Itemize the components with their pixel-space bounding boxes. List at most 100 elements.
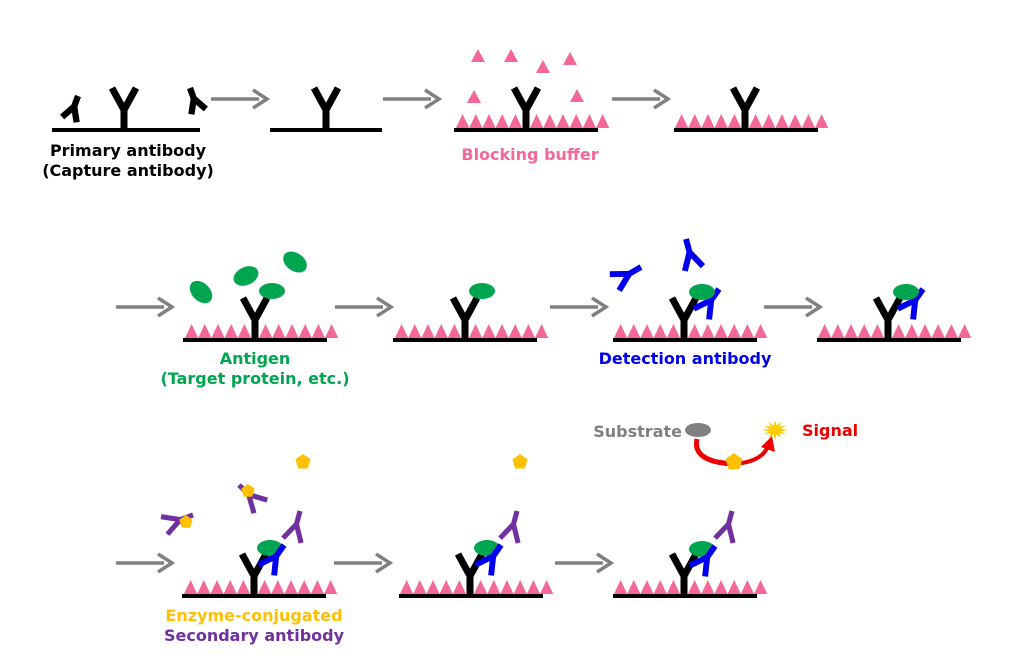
free-capture-antibody-right — [187, 86, 208, 115]
enzyme-step10 — [512, 454, 528, 469]
arrow-4-head — [157, 296, 176, 318]
blocking-protein — [508, 324, 522, 338]
blocking-protein — [272, 324, 286, 338]
blocking-protein — [569, 114, 583, 128]
blocking-protein — [408, 324, 422, 338]
arrow-4 — [116, 296, 176, 318]
free-blocking-protein — [536, 60, 550, 73]
blocking-protein — [530, 114, 544, 128]
blocking-protein — [701, 580, 715, 594]
blocking-protein — [714, 580, 728, 594]
blocking-protein — [640, 324, 654, 338]
bound-secondary-antibody-step10 — [498, 510, 521, 544]
blocking-protein — [487, 580, 501, 594]
bound-detection-antibody-step10 — [474, 543, 504, 576]
blocking-protein — [666, 324, 680, 338]
arrow-5-head — [376, 296, 395, 318]
blocking-buffer-label: Blocking buffer — [461, 145, 599, 164]
blocking-protein — [197, 580, 211, 594]
free-enzyme — [179, 515, 193, 528]
blocking-protein — [211, 324, 225, 338]
blocking-protein — [224, 324, 238, 338]
blocking-protein — [931, 324, 945, 338]
blocking-protein — [495, 324, 509, 338]
bound-secondary-antibody-step9 — [281, 510, 304, 544]
blocking-protein — [474, 580, 488, 594]
arrow-7 — [764, 296, 824, 318]
blocking-protein — [413, 580, 427, 594]
arrow-7-head — [805, 296, 824, 318]
blocking-protein — [421, 324, 435, 338]
arrow-2-head — [424, 88, 443, 110]
arrow-5 — [335, 296, 395, 318]
blocking-protein — [701, 114, 715, 128]
bound-detection-antibody-step8-shape — [896, 287, 926, 320]
blocking-layer-step10 — [400, 580, 554, 594]
blocking-protein — [400, 580, 414, 594]
arrow-3 — [612, 88, 672, 110]
capture-antibody-step8-shape — [872, 296, 904, 340]
blocking-protein — [749, 114, 763, 128]
blocking-protein — [905, 324, 919, 338]
blocking-protein — [469, 324, 483, 338]
blocking-protein — [727, 324, 741, 338]
blocking-protein — [614, 580, 628, 594]
bound-antigen-step6 — [469, 283, 495, 299]
capture-antibody-step8 — [872, 296, 904, 340]
blocking-protein — [666, 580, 680, 594]
primary-antibody-label-line2: (Capture antibody) — [42, 161, 214, 180]
signal-burst-icon — [762, 420, 788, 440]
arrow-10-head — [596, 552, 615, 574]
blocking-protein — [325, 324, 339, 338]
blocking-layer-step6 — [395, 324, 549, 338]
free-detection-antibody-shape — [609, 264, 643, 292]
blocking-protein — [918, 324, 932, 338]
blocking-protein — [298, 324, 312, 338]
arrow-1 — [211, 88, 271, 110]
blocking-protein — [258, 580, 272, 594]
blocking-protein — [259, 324, 273, 338]
blocking-protein — [653, 580, 667, 594]
blocking-protein — [426, 580, 440, 594]
blocking-protein — [452, 580, 466, 594]
blocking-layer-step8 — [818, 324, 972, 338]
blocking-protein — [762, 114, 776, 128]
blocking-protein — [892, 324, 906, 338]
blocking-protein — [815, 114, 829, 128]
capture-antibody-step1 — [108, 86, 140, 130]
bound-detection-antibody-step10-shape — [474, 543, 504, 576]
blocking-protein — [870, 324, 884, 338]
blocking-protein — [688, 114, 702, 128]
blocking-protein — [540, 580, 554, 594]
blocking-protein — [395, 324, 409, 338]
free-detection-antibody — [609, 264, 643, 292]
blocking-protein — [627, 580, 641, 594]
bound-antigen-step7 — [689, 284, 715, 300]
blocking-protein — [844, 324, 858, 338]
blocking-protein — [688, 580, 702, 594]
bound-detection-antibody-step8 — [896, 287, 926, 320]
blocking-layer-step4 — [675, 114, 829, 128]
blocking-protein — [185, 324, 199, 338]
blocking-protein — [740, 580, 754, 594]
secondary-antibody-label: Enzyme-conjugated Secondary antibody — [144, 606, 364, 646]
bound-antigen-step5 — [259, 283, 285, 299]
blocking-protein — [775, 114, 789, 128]
bound-detection-antibody-step9-shape — [257, 543, 287, 576]
blocking-protein — [284, 580, 298, 594]
blocking-protein — [236, 580, 250, 594]
blocking-protein — [456, 114, 470, 128]
blocking-protein — [556, 114, 570, 128]
blocking-protein — [508, 114, 522, 128]
capture-antibody-step4-shape — [729, 86, 761, 130]
blocking-protein — [297, 580, 311, 594]
arrow-2 — [383, 88, 443, 110]
blocking-layer-step7 — [614, 324, 768, 338]
blocking-protein — [596, 114, 610, 128]
blocking-protein — [223, 580, 237, 594]
blocking-protein — [521, 324, 535, 338]
capture-antibody-step2 — [310, 86, 342, 130]
blocking-protein — [500, 580, 514, 594]
blocking-protein — [237, 324, 251, 338]
